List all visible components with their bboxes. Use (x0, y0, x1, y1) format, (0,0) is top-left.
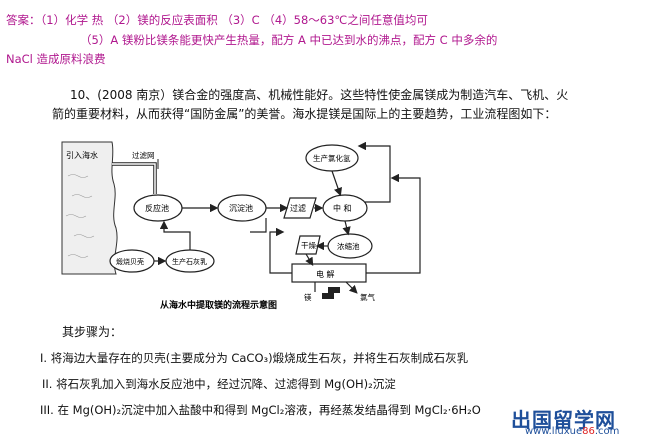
electrolysis-label: 电 解 (316, 269, 335, 279)
step-2: II. 将石灰乳加入到海水反应池中，经过沉降、过滤得到 Mg(OH)₂沉淀 (42, 377, 396, 391)
seawater-cliff (61, 141, 118, 275)
question-line-1: 10、(2008 南京）镁合金的强度高、机械性能好。这些特性使金属镁成为制造汽车… (70, 88, 569, 102)
question-line-2: 箭的重要材料，从而获得“国防金属”的美誉。海水提镁是国际上的主要趋势，工业流程图… (52, 107, 557, 121)
flow-diagram: 引入海水 过滤网 反应池 沉淀池 过滤 中 和 生产氯化氢 干燥 浓缩池 电 解… (61, 141, 421, 311)
hcl-production-label: 生产氯化氢 (313, 153, 351, 163)
concentrate-label: 浓缩池 (337, 241, 360, 251)
neutralize-label: 中 和 (333, 203, 352, 213)
reactor-label: 反应池 (145, 203, 169, 213)
cl2-label: 氯气 (360, 292, 375, 302)
mg-ingot-icon (322, 293, 334, 299)
step-3: III. 在 Mg(OH)₂沉淀中加入盐酸中和得到 MgCl₂溶液，再经蒸发结晶… (40, 403, 481, 417)
filtration-label: 过滤 (290, 203, 306, 213)
answer-line-3: NaCl 造成原料浪费 (6, 52, 106, 66)
steps-intro: 其步骤为： (62, 325, 123, 339)
settler-label: 沉淀池 (229, 203, 253, 213)
step-1: I. 将海边大量存在的贝壳(主要成分为 CaCO₃)煅烧成生石灰，并将生石灰制成… (40, 351, 469, 365)
filter-net-label: 过滤网 (132, 150, 155, 160)
watermark-logo: 出国留学网 (511, 408, 616, 432)
answer-line-1: 答案：（1）化学 热 （2）镁的反应表面积 （3）C （4）58～63℃之间任意… (6, 13, 428, 27)
dry-label: 干燥 (301, 241, 316, 250)
seawater-label: 引入海水 (66, 150, 98, 160)
lime-label: 生产石灰乳 (172, 257, 207, 266)
diagram-caption: 从海水中提取镁的流程示意图 (160, 299, 277, 311)
shell-label: 煅烧贝壳 (116, 257, 144, 266)
dry-node (295, 235, 321, 255)
mg-label: 镁 (304, 292, 312, 302)
answer-line-2: （5）A 镁粉比镁条能更快产生热量，配方 A 中已达到水的沸点，配方 C 中多余… (80, 33, 498, 47)
watermark-url: www.liuxue86.com (525, 426, 620, 437)
